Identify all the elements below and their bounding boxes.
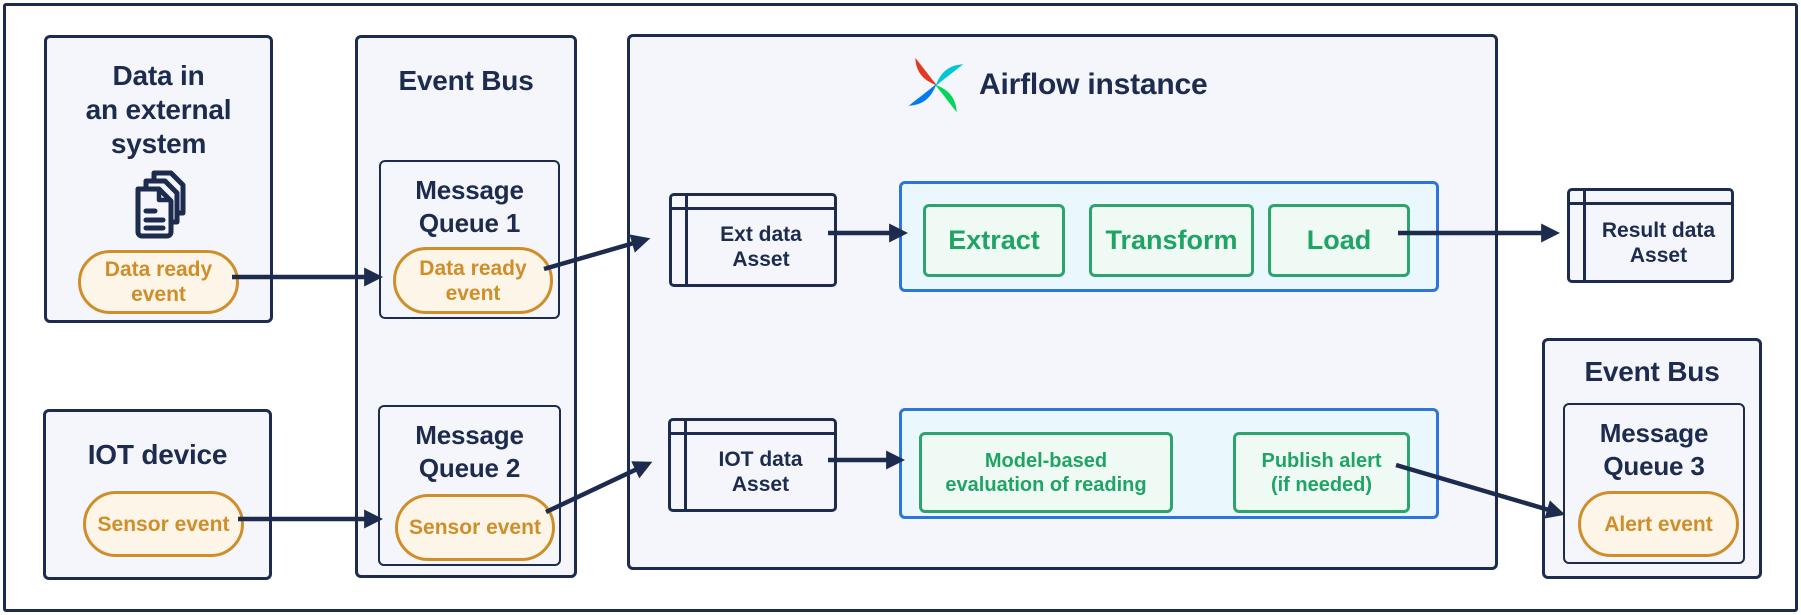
alert-event-pill: Alert event (1578, 491, 1739, 557)
event-bus-left-box: Event Bus Message Queue 1 Data ready eve… (355, 35, 577, 578)
message-queue-1-box: Message Queue 1 Data ready event (379, 160, 560, 319)
event-bus-left-title: Event Bus (398, 65, 534, 96)
event-bus-right-title: Event Bus (1584, 356, 1720, 387)
iot-device-box: IOT device Sensor event (43, 409, 272, 580)
result-data-asset-label: Result data Asset (1601, 218, 1716, 267)
data-ready-event-pill-source: Data ready event (78, 250, 239, 314)
task-load: Load (1268, 204, 1410, 277)
canvas-border (3, 3, 1798, 612)
message-queue-3-box: Message Queue 3 Alert event (1563, 403, 1745, 564)
external-system-title: Data in an external system (85, 60, 232, 159)
message-queue-3-title: Message Queue 3 (1599, 418, 1709, 481)
iot-data-asset-label: IOT data Asset (718, 448, 803, 496)
airflow-header: Airflow instance (903, 53, 1208, 117)
iot-data-asset: IOT data Asset (668, 418, 837, 512)
task-publish-alert: Publish alert (if needed) (1233, 432, 1410, 513)
message-queue-2-title: Message Queue 2 (415, 420, 524, 483)
iot-device-title: IOT device (87, 439, 228, 470)
ext-data-asset-label: Ext data Asset (720, 223, 802, 271)
task-transform: Transform (1089, 204, 1254, 277)
data-ready-event-pill-queue1: Data ready event (393, 247, 553, 314)
airflow-pinwheel-logo-icon (908, 57, 964, 113)
message-queue-2-box: Message Queue 2 Sensor event (378, 405, 561, 566)
alert-pipeline-container: Model-based evaluation of reading Publis… (899, 408, 1439, 519)
result-data-asset: Result data Asset (1567, 188, 1734, 283)
task-extract: Extract (923, 204, 1065, 277)
airflow-instance-title: Airflow instance (979, 68, 1208, 101)
airflow-instance-box: Airflow instance Ext data Asset Extract … (627, 34, 1498, 570)
ext-data-asset: Ext data Asset (669, 193, 837, 287)
external-system-box: Data in an external system Data ready ev… (44, 35, 273, 323)
event-bus-right-box: Event Bus Message Queue 3 Alert event (1542, 338, 1762, 579)
documents-icon (135, 170, 186, 239)
sensor-event-pill-source: Sensor event (83, 491, 244, 557)
etl-pipeline-container: Extract Transform Load (899, 181, 1439, 292)
sensor-event-pill-queue2: Sensor event (395, 494, 555, 561)
task-model-evaluation: Model-based evaluation of reading (919, 432, 1173, 513)
message-queue-1-title: Message Queue 1 (415, 175, 524, 238)
